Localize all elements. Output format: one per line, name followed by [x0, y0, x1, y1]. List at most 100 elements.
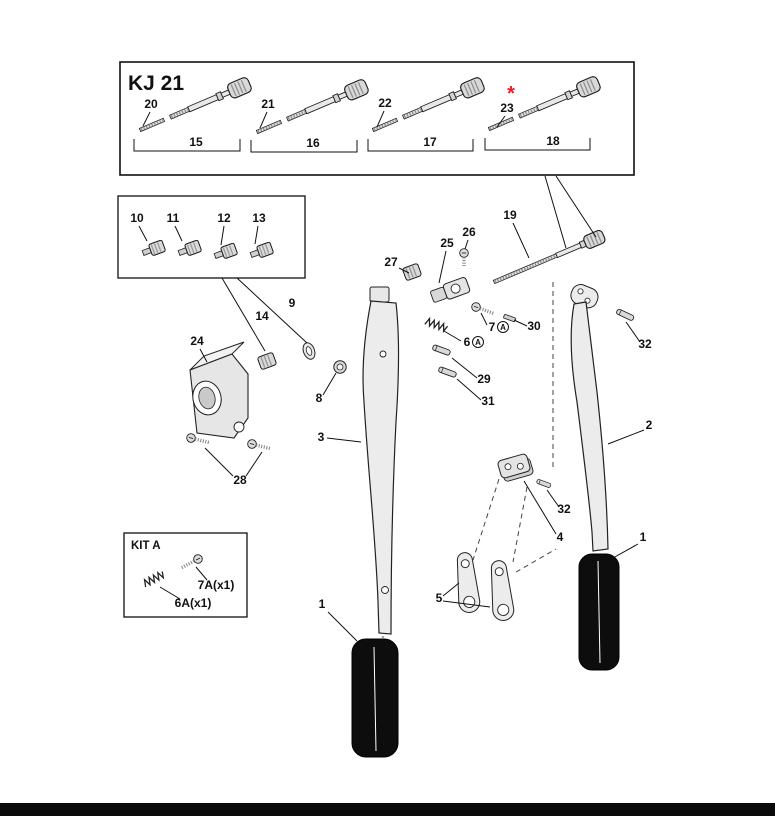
leader-1-left: [327, 611, 358, 642]
leader-22: [376, 110, 385, 128]
part-19-rod: [491, 229, 606, 288]
label-29: 29: [477, 372, 491, 386]
bracket-18: [484, 138, 591, 151]
dashed-link-line-1: [472, 478, 500, 561]
leader-28-right: [245, 451, 263, 477]
leader-12: [220, 225, 225, 246]
bracket-16: [250, 140, 358, 153]
label-32-lower: 32: [557, 502, 571, 516]
part-7a-screw: [468, 299, 498, 320]
label-15: 15: [189, 135, 203, 149]
part-30-grub-screw: [503, 314, 517, 323]
part-28-screw-left: [184, 431, 213, 449]
part-9-washer: [302, 342, 316, 360]
leader-6a: [443, 330, 462, 342]
leader-25: [438, 250, 447, 284]
label-27: 27: [384, 255, 398, 269]
leader-kit-6a: [159, 586, 181, 600]
kit-leader-lines: [159, 566, 208, 600]
leader-30: [513, 319, 528, 327]
label-16: 16: [306, 136, 320, 150]
part-26-screw: [459, 248, 469, 266]
leader-28-left: [204, 447, 234, 477]
label-10: 10: [130, 211, 144, 225]
label-23: 23: [500, 101, 514, 115]
bracket-15: [133, 139, 241, 152]
label-28: 28: [233, 473, 247, 487]
kit-label-7a: 7A(x1): [198, 578, 235, 592]
label-32-upper: 32: [638, 337, 652, 351]
part-8-nut: [333, 360, 347, 374]
leader-panel-to-rod-1: [544, 175, 567, 249]
label-20: 20: [144, 97, 158, 111]
red-asterisk: *: [507, 83, 515, 105]
kj21-panel-border: [119, 61, 635, 176]
leader-3: [326, 437, 362, 443]
nozzle-13: [249, 242, 274, 261]
part-1-grip-left: [351, 638, 399, 758]
label-2: 2: [646, 418, 653, 432]
label-7a-group: 7 A: [489, 320, 509, 334]
part-1-grip-right: [578, 553, 620, 671]
label-3: 3: [318, 430, 325, 444]
kit-spring-6a: [141, 569, 166, 588]
dashed-link-line-3: [515, 548, 557, 573]
nozzle-panel-border: [117, 195, 306, 279]
leader-5-left: [442, 582, 460, 597]
leader-panel-to-rod-2: [555, 175, 597, 238]
label-18: 18: [546, 134, 560, 148]
leader-10: [138, 225, 148, 242]
leader-nozzle-panel-2: [236, 277, 308, 344]
leader-29: [451, 357, 478, 379]
label-17: 17: [423, 135, 437, 149]
label-1-right: 1: [640, 530, 647, 544]
leader-27: [398, 267, 410, 274]
part-4-clevis: [497, 453, 534, 482]
mandrel-assemblies: [137, 75, 602, 139]
leader-kit-7a: [195, 566, 208, 581]
label-12: 12: [217, 211, 231, 225]
label-6a-circle-a: A: [475, 338, 481, 347]
label-9: 9: [289, 296, 296, 310]
label-25: 25: [440, 236, 454, 250]
nozzles: [141, 240, 274, 262]
leader-nozzle-panel-1: [221, 277, 266, 352]
label-4: 4: [557, 530, 564, 544]
nozzle-10: [141, 240, 166, 259]
leader-26: [464, 239, 469, 250]
part-28-screw-right: [245, 437, 274, 455]
label-31: 31: [481, 394, 495, 408]
label-7a: 7: [489, 320, 496, 334]
nozzle-12: [213, 243, 238, 262]
part-31-pin: [437, 366, 458, 379]
dashed-link-line-2: [512, 486, 528, 563]
kit-label-6a: 6A(x1): [175, 596, 212, 610]
label-1-left: 1: [319, 597, 326, 611]
part-29-pin: [431, 344, 452, 357]
leader-11: [174, 225, 183, 242]
leader-21: [259, 111, 268, 129]
label-6a-group: 6 A: [464, 335, 484, 349]
page-footer-bar: [0, 803, 775, 816]
part-32-pin-lower: [535, 478, 552, 489]
bracket-17: [367, 139, 474, 152]
leader-13: [254, 225, 259, 245]
leader-7a: [480, 312, 488, 326]
label-22: 22: [378, 96, 392, 110]
leader-32-lower: [546, 489, 560, 508]
leader-4: [523, 480, 557, 535]
label-6a: 6: [464, 335, 471, 349]
label-26: 26: [462, 225, 476, 239]
leader-20: [142, 111, 151, 127]
part-5-plate-right: [487, 559, 516, 622]
leader-5-right: [442, 600, 491, 608]
leader-2: [607, 429, 645, 445]
part-27-bushing: [402, 263, 421, 281]
leader-19: [512, 222, 530, 259]
circled-a-icon: [497, 321, 509, 333]
mandrel-brackets: [133, 138, 591, 153]
part-25-head: [430, 276, 471, 303]
kit-screw-7a: [177, 551, 206, 574]
